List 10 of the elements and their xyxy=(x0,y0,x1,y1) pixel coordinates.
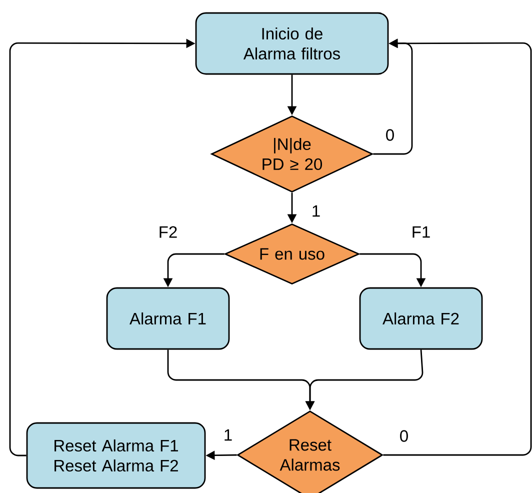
process-box: Reset Alarma F1 Reset Alarma F2 xyxy=(26,422,206,489)
process-box: Alarma F2 xyxy=(359,287,483,350)
edge-label: 1 xyxy=(310,204,322,218)
edge-label: 0 xyxy=(384,128,396,142)
process-box: Alarma F1 xyxy=(106,287,230,350)
edge-label: F1 xyxy=(410,225,432,239)
edge-label: 0 xyxy=(398,429,410,443)
process-box: Inicio de Alarma filtros xyxy=(195,12,389,75)
edge-label: 1 xyxy=(222,428,234,442)
edge-label: F2 xyxy=(157,225,179,239)
